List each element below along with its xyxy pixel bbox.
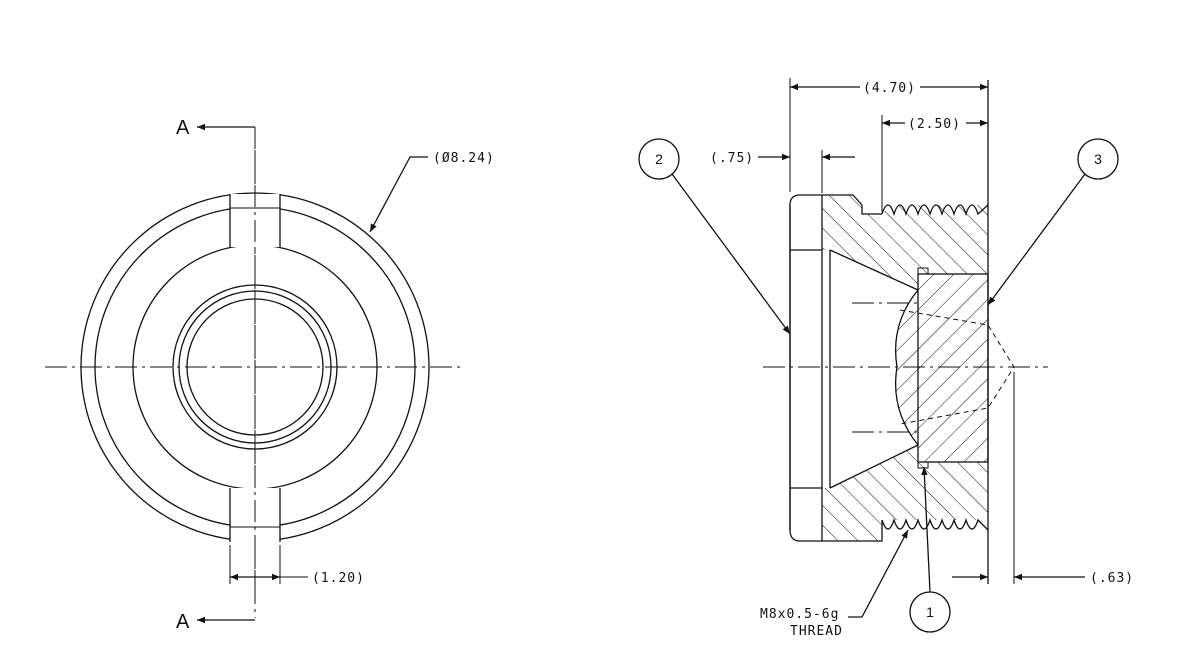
section-label-bottom: A [176, 611, 190, 633]
svg-text:3: 3 [1094, 151, 1102, 167]
overall-length-dimension: (4.70) [863, 81, 916, 96]
tip-offset-dimension: (.63) [1090, 571, 1134, 586]
diameter-dimension: (Ø8.24) [433, 151, 495, 166]
balloon-1: 1 [909, 466, 951, 633]
svg-text:2: 2 [655, 151, 663, 167]
thread-note-line2: THREAD [790, 624, 843, 639]
slot-width-dimension: (1.20) [312, 571, 365, 586]
balloon-3: 3 [987, 138, 1119, 306]
diameter-leader [369, 156, 428, 233]
svg-text:1: 1 [926, 604, 934, 620]
thread-note-line1: M8x0.5-6g [760, 607, 839, 622]
bottom-slot [229, 488, 281, 542]
thread-length-dimension: (2.50) [908, 117, 961, 132]
balloon-2: 2 [638, 138, 791, 335]
section-label-top: A [176, 117, 190, 139]
flange-thickness-dimension: (.75) [710, 151, 754, 166]
section-view: (4.70) (2.50) (.75) (.63) 2 3 1 [638, 78, 1134, 639]
thread-note-leader [848, 529, 909, 618]
front-view: A A (Ø8.24) (1.20) [45, 117, 495, 633]
